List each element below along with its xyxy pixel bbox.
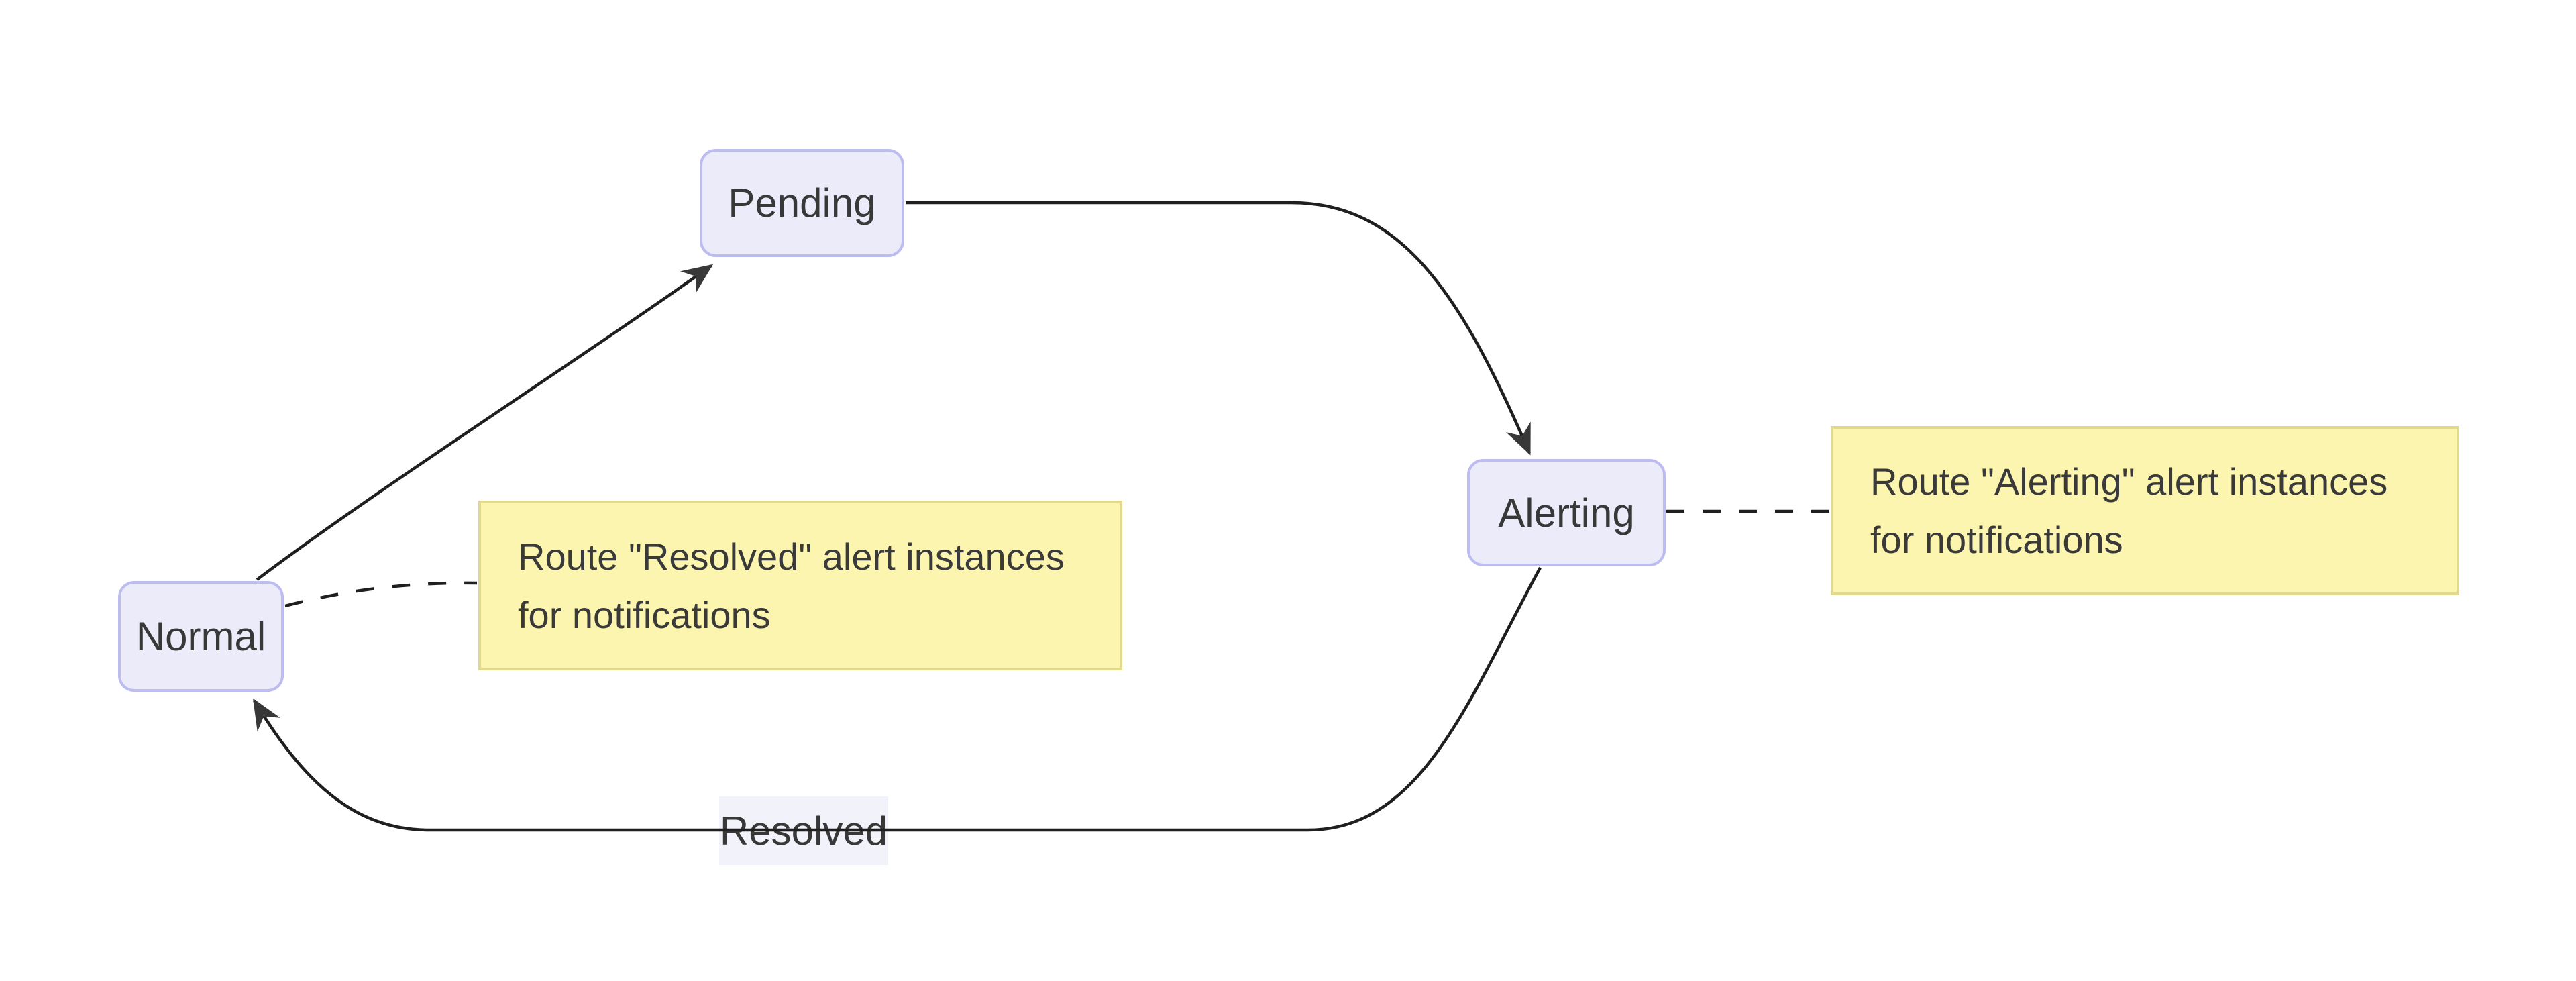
state-node-alerting: Alerting xyxy=(1467,459,1666,566)
state-node-alerting-label: Alerting xyxy=(1498,490,1635,535)
note-route-alerting-text: Route "Alerting" alert instances for not… xyxy=(1870,460,2388,561)
note-route-alerting: Route "Alerting" alert instances for not… xyxy=(1831,426,2459,595)
state-node-normal-label: Normal xyxy=(136,614,266,659)
state-node-pending-label: Pending xyxy=(728,180,876,225)
note-route-resolved: Route "Resolved" alert instances for not… xyxy=(478,501,1122,670)
edge-pending-to-alerting xyxy=(906,201,1532,456)
state-node-normal: Normal xyxy=(118,581,284,692)
note-route-resolved-text: Route "Resolved" alert instances for not… xyxy=(518,535,1065,636)
edge-normal-to-note xyxy=(284,581,478,608)
edge-alerting-to-normal xyxy=(253,566,1542,832)
state-node-pending: Pending xyxy=(700,149,904,257)
edge-normal-to-pending xyxy=(256,264,714,581)
